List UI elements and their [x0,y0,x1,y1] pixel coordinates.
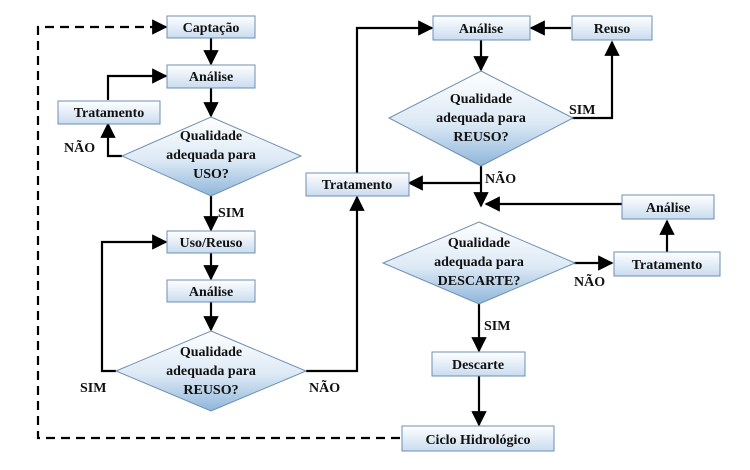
edge-tratamento-analise [106,68,168,100]
node-captacao-label: Captação [183,21,240,36]
node-analise-label: Análise [189,285,233,300]
decision-line-1: Qualidade [180,345,242,360]
node-tratamento-label: Tratamento [322,178,393,193]
node-descarte: Descarte [431,351,526,377]
node-uso-reuso: Uso/Reuso [166,230,256,254]
node-reuso-label: Reuso [594,22,631,37]
node-reuso: Reuso [571,15,653,41]
node-analise-left-top: Análise [166,64,256,89]
label-sim-uso: SIM [218,206,244,221]
node-ciclo-label: Ciclo Hidrológico [425,433,530,448]
label-nao-reuso-left: NÃO [309,378,340,396]
decision-line-2: adequada para [436,111,526,126]
decision-line-1: Qualidade [180,129,242,144]
edge-uso-nao [100,122,122,158]
node-descarte-label: Descarte [452,358,504,373]
label-nao-descarte: NÃO [574,272,605,290]
label-nao-uso: NÃO [64,138,95,156]
connectors [36,19,675,440]
decision-line-1: Qualidade [450,92,512,107]
decision-line-2: adequada para [166,364,256,379]
decision-descarte: Qualidade adequada para DESCARTE? [381,221,577,305]
node-tratamento-left: Tratamento [57,100,161,125]
label-sim-descarte: SIM [484,319,510,334]
edge-reusoR-sim [572,40,620,120]
node-analise-right-mid: Análise [621,194,715,220]
decision-line-3: USO? [193,167,229,182]
node-tratamento-mid: Tratamento [305,172,410,197]
decision-line-3: DESCARTE? [438,274,521,289]
edge-tratamento-analise-right [355,20,434,173]
dashed-return-line [36,19,400,440]
label-nao-reuso-right: NÃO [485,169,516,187]
decision-uso: Qualidade adequada para USO? [120,116,303,197]
decision-line-2: adequada para [434,255,524,270]
decision-line-3: REUSO? [183,383,238,398]
node-ciclo-hidrologico: Ciclo Hidrológico [401,425,555,452]
node-analise-right-top: Análise [432,15,531,41]
edge-reuso-sim [100,234,168,373]
label-sim-reuso-left: SIM [80,381,106,396]
decision-reuso-left: Qualidade adequada para REUSO? [114,330,308,412]
node-analise-left-mid: Análise [166,279,256,303]
node-analise-label: Análise [459,22,503,37]
decision-line-2: adequada para [166,148,256,163]
node-analise-label: Análise [189,70,233,85]
edge-labels: NÃO SIM SIM NÃO SIM NÃO NÃO SIM [64,103,605,396]
node-tratamento-label: Tratamento [74,106,145,121]
node-uso-reuso-label: Uso/Reuso [179,236,242,251]
node-analise-label: Análise [646,201,690,216]
edge-reuso-nao [306,195,365,373]
decision-line-1: Qualidade [448,236,510,251]
node-tratamento-label: Tratamento [632,258,703,273]
label-sim-reuso-right: SIM [569,103,595,118]
node-captacao: Captação [166,15,256,39]
decision-line-3: REUSO? [453,130,508,145]
node-tratamento-right: Tratamento [613,251,721,277]
decision-reuso-right: Qualidade adequada para REUSO? [387,70,575,167]
